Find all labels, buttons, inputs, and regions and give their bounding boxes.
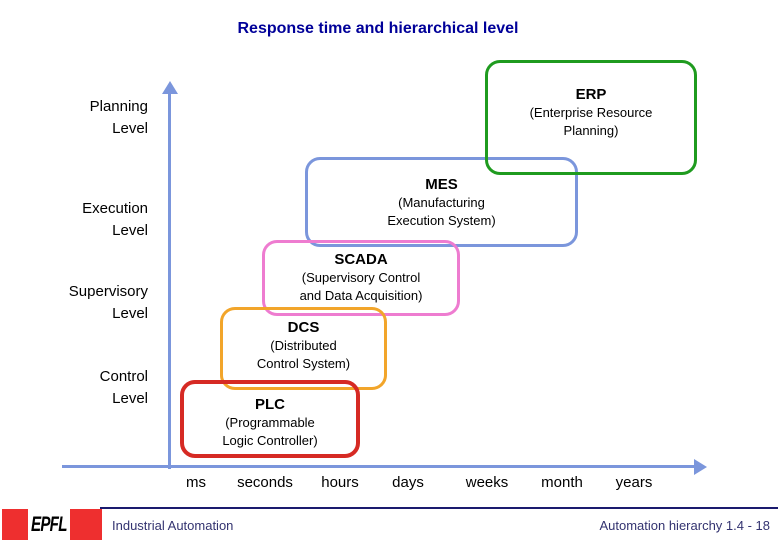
epfl-logo-inner: EPFL — [28, 509, 70, 540]
dcs-box-title: DCS — [287, 319, 320, 336]
x-axis-line — [62, 465, 698, 468]
erp-box-title: ERP — [575, 86, 607, 103]
x-axis-label-ms: ms — [186, 474, 206, 491]
mes-box: MES (Manufacturing Execution System) — [305, 157, 578, 247]
mes-box-subtitle: (Manufacturing Execution System) — [387, 195, 496, 228]
footer-slide-reference: Automation hierarchy 1.4 - 18 — [599, 518, 770, 533]
epfl-logo: EPFL — [2, 509, 102, 540]
dcs-box: DCS (Distributed Control System) — [220, 307, 387, 390]
x-axis-label-weeks: weeks — [465, 474, 509, 491]
mes-box-title: MES — [425, 176, 458, 193]
erp-box: ERP (Enterprise Resource Planning) — [485, 60, 697, 175]
x-axis-arrow-icon — [694, 459, 707, 475]
x-axis-label-days: days — [392, 474, 424, 491]
x-axis-label-years: years — [615, 474, 653, 491]
scada-box-title: SCADA — [334, 251, 388, 268]
plc-box-title: PLC — [255, 396, 285, 413]
y-axis-label-control: Control Level — [99, 368, 148, 407]
y-axis-arrow-icon — [162, 81, 178, 94]
y-axis-label-planning: Planning Level — [89, 98, 148, 137]
footer-divider — [100, 507, 778, 509]
y-axis-line — [168, 92, 171, 469]
x-axis-label-seconds: seconds — [237, 474, 293, 491]
epfl-logo-text: EPFL — [31, 512, 67, 536]
x-axis-label-hours: hours — [321, 474, 359, 491]
erp-box-subtitle: (Enterprise Resource Planning) — [529, 105, 653, 138]
scada-box-subtitle: (Supervisory Control and Data Acquisitio… — [299, 270, 423, 303]
plc-box-subtitle: (Programmable Logic Controller) — [222, 415, 318, 448]
plc-box: PLC (Programmable Logic Controller) — [180, 380, 360, 458]
x-axis-label-month: month — [541, 474, 583, 491]
scada-box: SCADA (Supervisory Control and Data Acqu… — [262, 240, 460, 316]
dcs-box-subtitle: (Distributed Control System) — [256, 338, 351, 371]
footer-course-title: Industrial Automation — [112, 518, 234, 533]
page-title: Response time and hierarchical level — [237, 20, 519, 37]
y-axis-label-supervisory: Supervisory Level — [68, 283, 148, 322]
y-axis-label-execution: Execution Level — [82, 200, 148, 239]
